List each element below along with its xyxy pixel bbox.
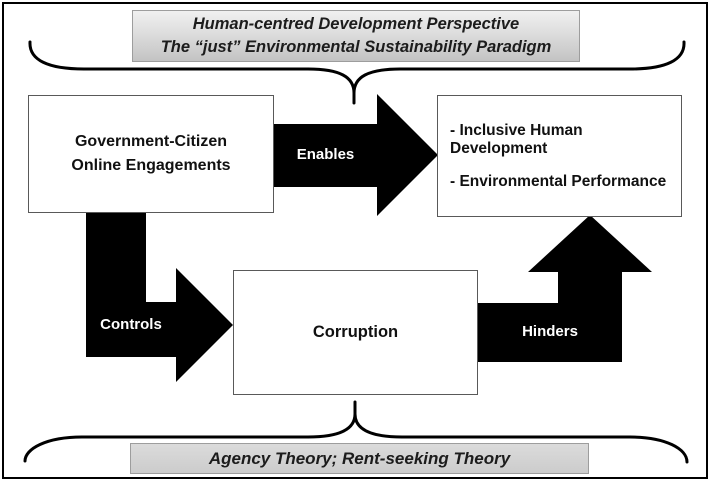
enables-arrow-label: Enables [296, 146, 355, 163]
box-government-citizen-line2: Online Engagements [71, 157, 231, 174]
top-banner-line2: The “just” Environmental Sustainability … [160, 38, 552, 56]
bottom-banner-text: Agency Theory; Rent-seeking Theory [208, 448, 511, 468]
outcome-item-human-development: - Inclusive Human Development [450, 121, 583, 157]
bottom-banner: Agency Theory; Rent-seeking Theory [130, 443, 589, 474]
enables-arrow [274, 94, 438, 216]
box-corruption-label: Corruption [312, 323, 399, 341]
controls-arrow-label: Controls [100, 316, 162, 333]
top-banner: Human-centred Development Perspective Th… [132, 10, 580, 62]
box-outcomes: - Inclusive Human Development - Environm… [437, 95, 682, 217]
top-brace [28, 40, 686, 105]
box-corruption: Corruption [233, 270, 478, 395]
outcome-item-environmental-performance: - Environmental Performance [450, 172, 667, 190]
hinders-arrow [478, 215, 652, 362]
box-government-citizen-line1: Government-Citizen [74, 133, 227, 150]
hinders-arrow-label: Hinders [522, 323, 578, 340]
controls-arrow [86, 213, 233, 382]
bottom-brace [23, 400, 689, 464]
box-government-citizen: Government-Citizen Online Engagements [28, 95, 274, 213]
top-banner-line1: Human-centred Development Perspective [192, 15, 520, 33]
